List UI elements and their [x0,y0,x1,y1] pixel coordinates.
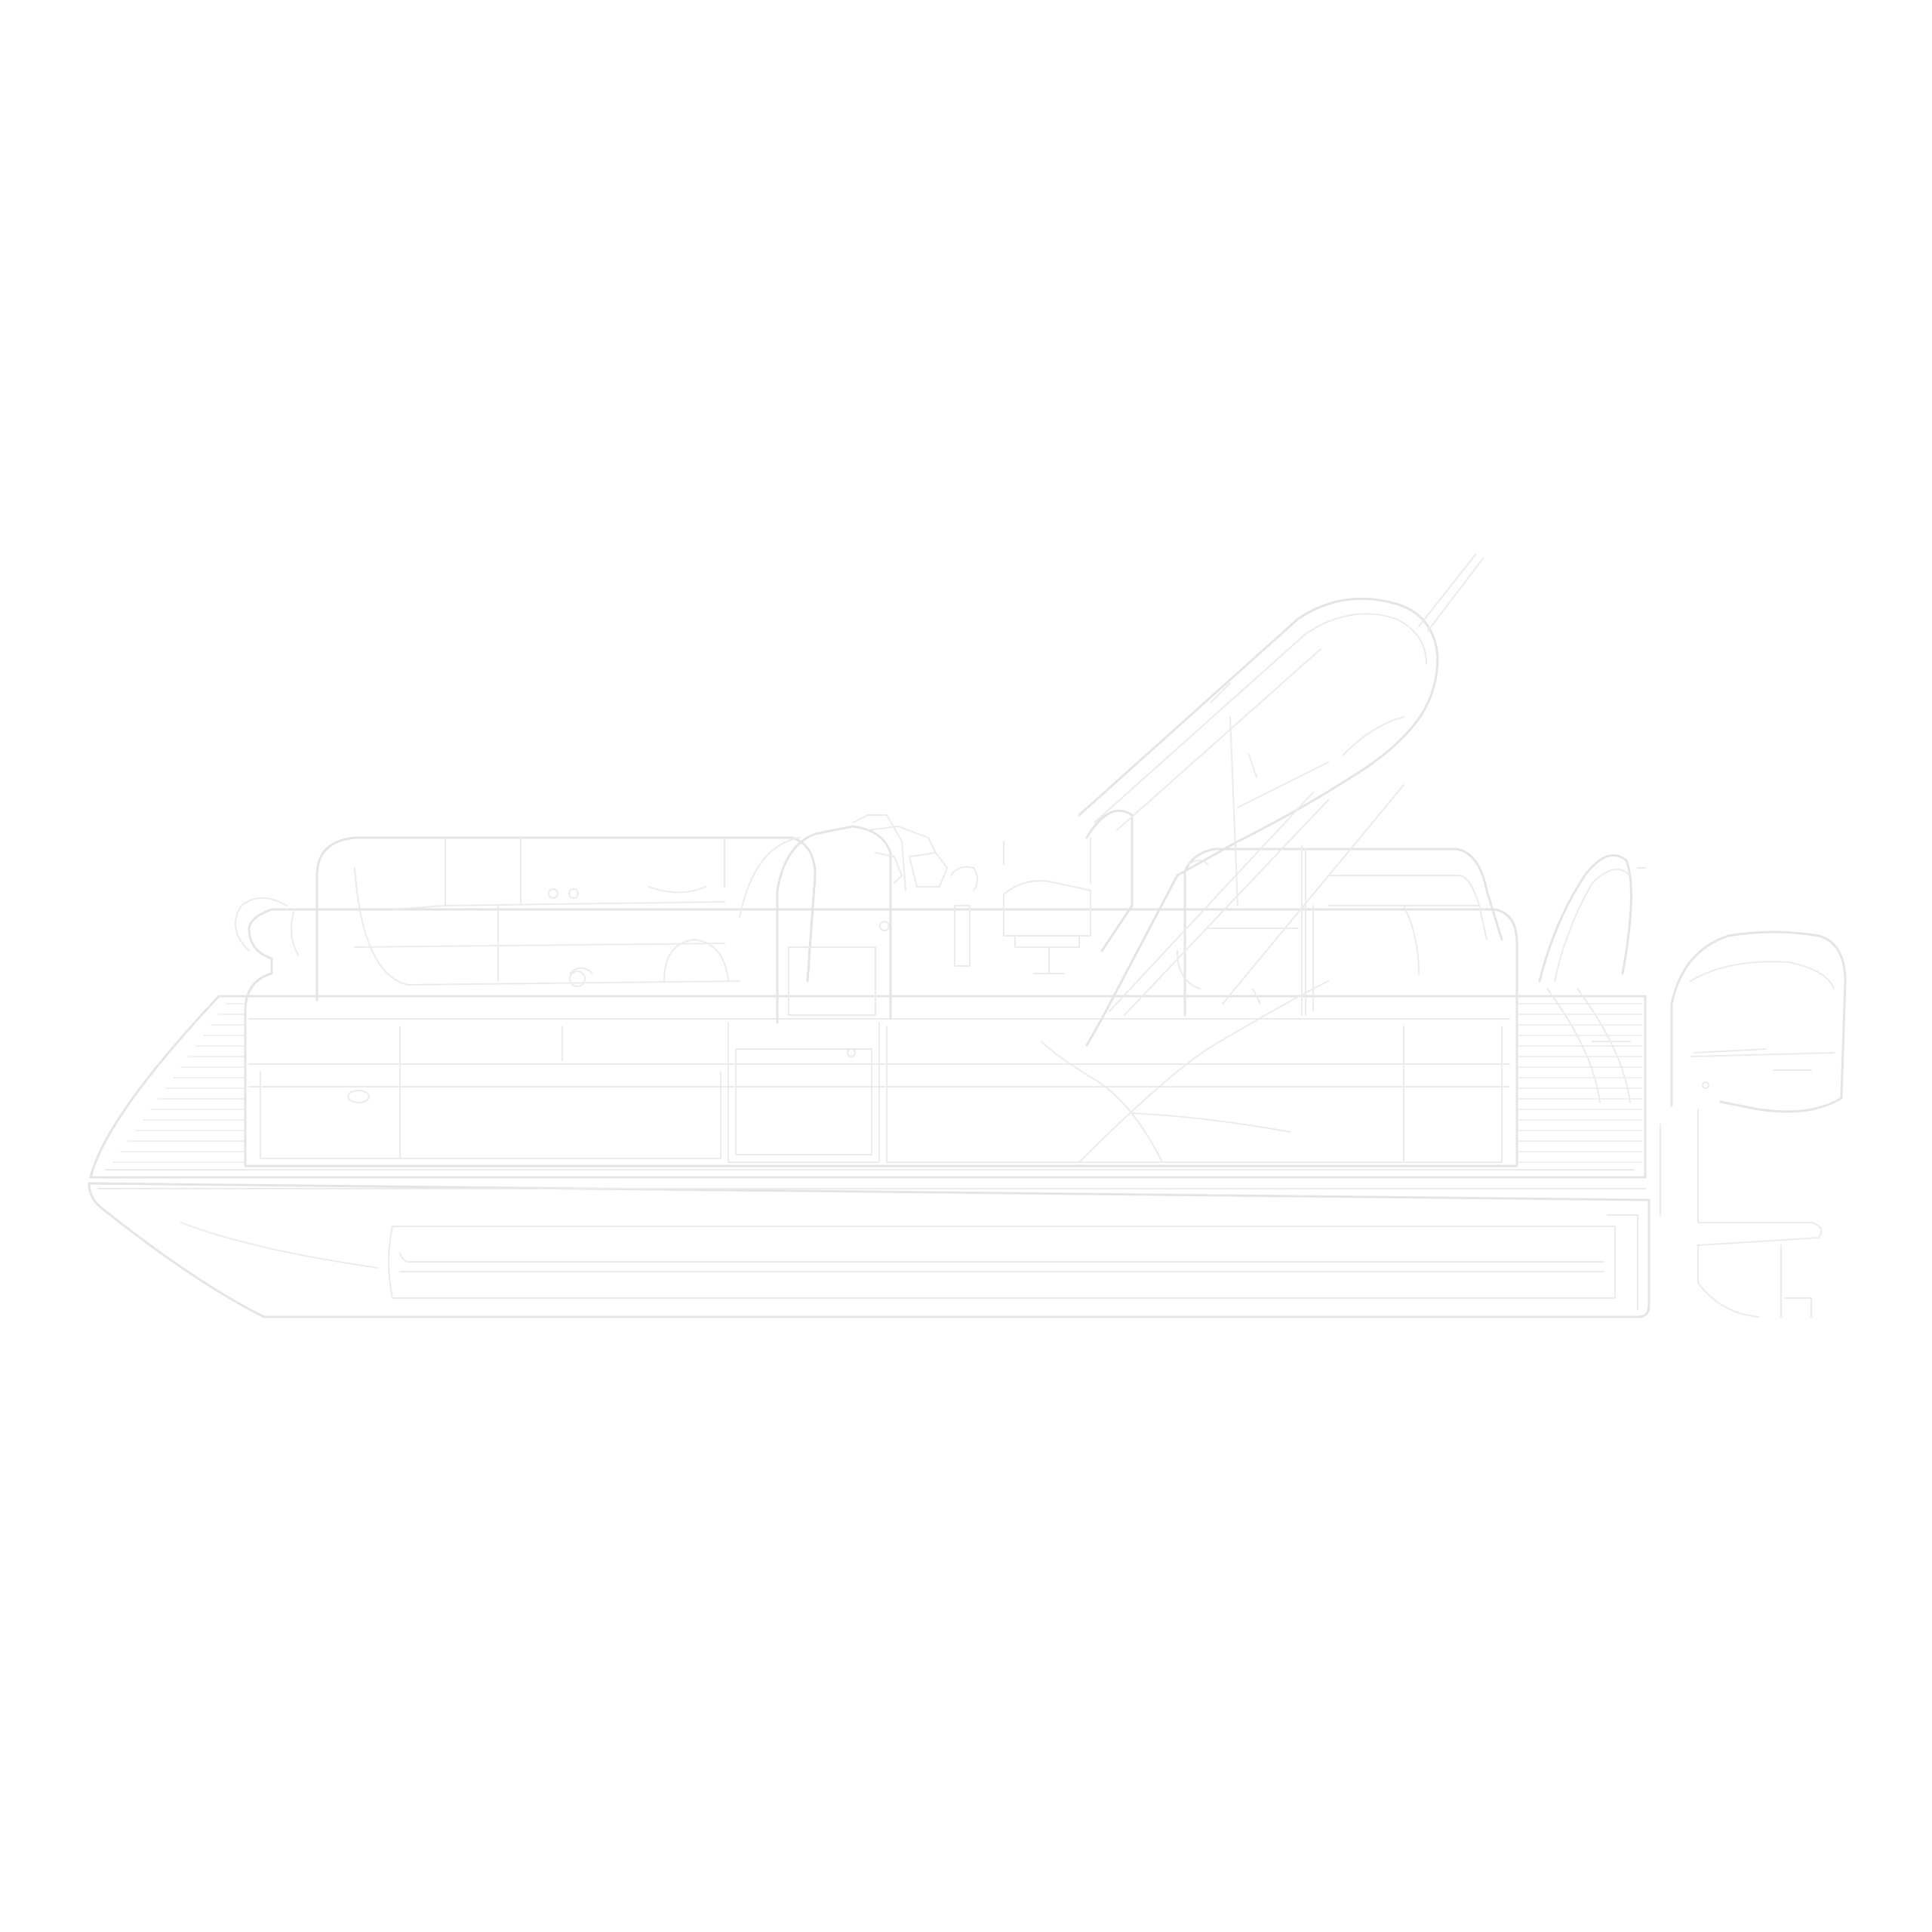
side-fence [244,908,1518,1168]
captain-chair [1003,809,1134,974]
helm-console [776,814,1004,1057]
bimini-top [1078,554,1484,1047]
outboard-motor [1660,931,1847,1318]
stern-lounge-seating [1177,848,1503,1017]
bow-lounge-seating [235,835,817,1001]
deck [89,995,1647,1189]
pontoon-tube [88,1182,1651,1318]
rear-ladder [1538,854,1646,1103]
